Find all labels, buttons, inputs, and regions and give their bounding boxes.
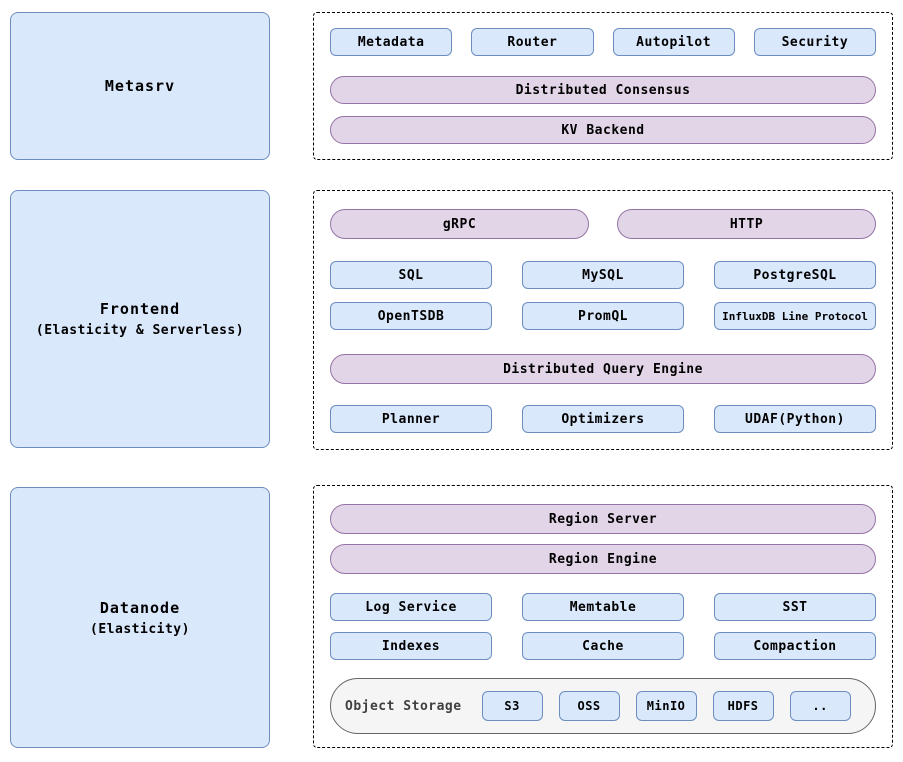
- box-s3: S3: [481, 691, 543, 721]
- box-influxdb-line-protocol: InfluxDB Line Protocol: [714, 302, 876, 330]
- box-minio: MinIO: [635, 691, 697, 721]
- box-planner: Planner: [330, 405, 492, 433]
- object-storage-label: Object Storage: [345, 698, 462, 714]
- box-promql: PromQL: [522, 302, 684, 330]
- box-mysql: MySQL: [522, 261, 684, 289]
- pill-distributed-query-engine: Distributed Query Engine: [330, 354, 876, 384]
- object-storage-container: Object Storage S3 OSS MinIO HDFS ..: [330, 678, 876, 734]
- box-sst: SST: [714, 593, 876, 621]
- box-security: Security: [753, 28, 876, 56]
- node-datanode-subtitle: (Elasticity): [90, 621, 190, 637]
- datanode-row-1: Log Service Memtable SST: [330, 593, 876, 621]
- box-cache: Cache: [522, 632, 684, 660]
- box-sql: SQL: [330, 261, 492, 289]
- node-frontend-subtitle: (Elasticity & Serverless): [35, 323, 245, 338]
- query-language-row-1: SQL MySQL PostgreSQL: [330, 261, 876, 289]
- datanode-panel: Region Server Region Engine Log Service …: [313, 485, 893, 748]
- pill-http: HTTP: [617, 209, 876, 239]
- pill-region-engine: Region Engine: [330, 544, 876, 574]
- object-storage-backends-row: S3 OSS MinIO HDFS ..: [481, 691, 851, 721]
- protocol-pills-row: gRPC HTTP: [330, 209, 876, 239]
- pill-kv-backend: KV Backend: [330, 116, 876, 144]
- box-metadata: Metadata: [330, 28, 453, 56]
- node-frontend-title: Frontend: [99, 300, 181, 318]
- box-indexes: Indexes: [330, 632, 492, 660]
- engine-components-row: Planner Optimizers UDAF(Python): [330, 405, 876, 433]
- pill-distributed-consensus: Distributed Consensus: [330, 76, 876, 104]
- metasrv-panel: Metadata Router Autopilot Security Distr…: [313, 12, 893, 160]
- box-more-backends: ..: [789, 691, 851, 721]
- box-log-service: Log Service: [330, 593, 492, 621]
- box-optimizers: Optimizers: [522, 405, 684, 433]
- box-hdfs: HDFS: [712, 691, 774, 721]
- box-oss: OSS: [558, 691, 620, 721]
- pill-region-server: Region Server: [330, 504, 876, 534]
- box-autopilot: Autopilot: [612, 28, 735, 56]
- metasrv-components-row: Metadata Router Autopilot Security: [330, 28, 876, 56]
- frontend-panel: gRPC HTTP SQL MySQL PostgreSQL OpenTSDB …: [313, 190, 893, 450]
- node-metasrv-title: Metasrv: [104, 77, 176, 95]
- box-udaf-python: UDAF(Python): [714, 405, 876, 433]
- box-opentsdb: OpenTSDB: [330, 302, 492, 330]
- node-metasrv: Metasrv: [10, 12, 270, 160]
- box-postgresql: PostgreSQL: [714, 261, 876, 289]
- box-memtable: Memtable: [522, 593, 684, 621]
- pill-grpc: gRPC: [330, 209, 589, 239]
- datanode-row-2: Indexes Cache Compaction: [330, 632, 876, 660]
- node-datanode: Datanode (Elasticity): [10, 487, 270, 748]
- query-language-row-2: OpenTSDB PromQL InfluxDB Line Protocol: [330, 302, 876, 330]
- node-datanode-title: Datanode: [99, 598, 181, 617]
- box-router: Router: [471, 28, 594, 56]
- node-frontend: Frontend (Elasticity & Serverless): [10, 190, 270, 448]
- box-compaction: Compaction: [714, 632, 876, 660]
